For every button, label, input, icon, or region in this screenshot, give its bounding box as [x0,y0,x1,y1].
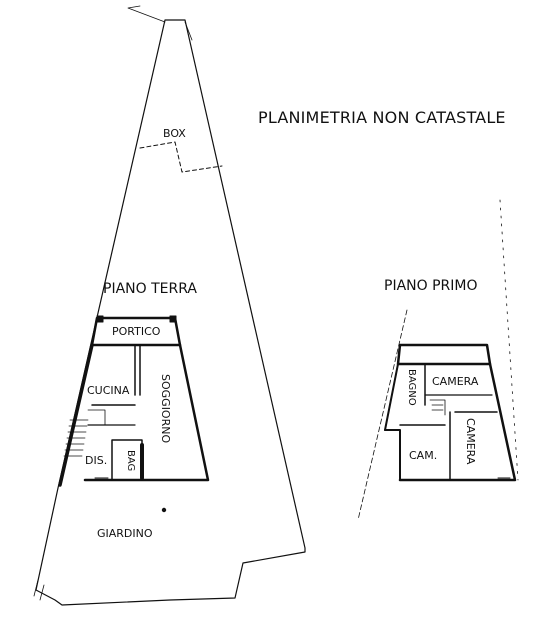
ground-stairs [63,409,106,457]
room-label-camera-2: CAMERA [464,418,477,465]
room-label-cucina: CUCINA [87,384,130,397]
box-outline [139,141,223,173]
drawing-title: PLANIMETRIA NON CATASTALE [258,108,506,127]
room-label-cameretta: CAM. [409,449,438,462]
room-label-bagno-first: BAGNO [406,369,417,406]
room-label-soggiorno: SOGGIORNO [159,374,172,444]
room-label-bagno-ground: BAG [125,450,136,472]
first-floor-label: PIANO PRIMO [384,278,478,294]
garden-label: GIARDINO [97,527,153,540]
first-floor-plan [357,199,519,521]
box-label: BOX [163,127,186,140]
room-label-dis: DIS. [85,454,108,467]
room-label-portico: PORTICO [112,325,161,338]
lot-boundary [33,5,306,606]
ground-floor-plan [58,315,210,487]
ground-floor-label: PIANO TERRA [103,281,197,297]
room-label-camera-1: CAMERA [432,375,479,388]
